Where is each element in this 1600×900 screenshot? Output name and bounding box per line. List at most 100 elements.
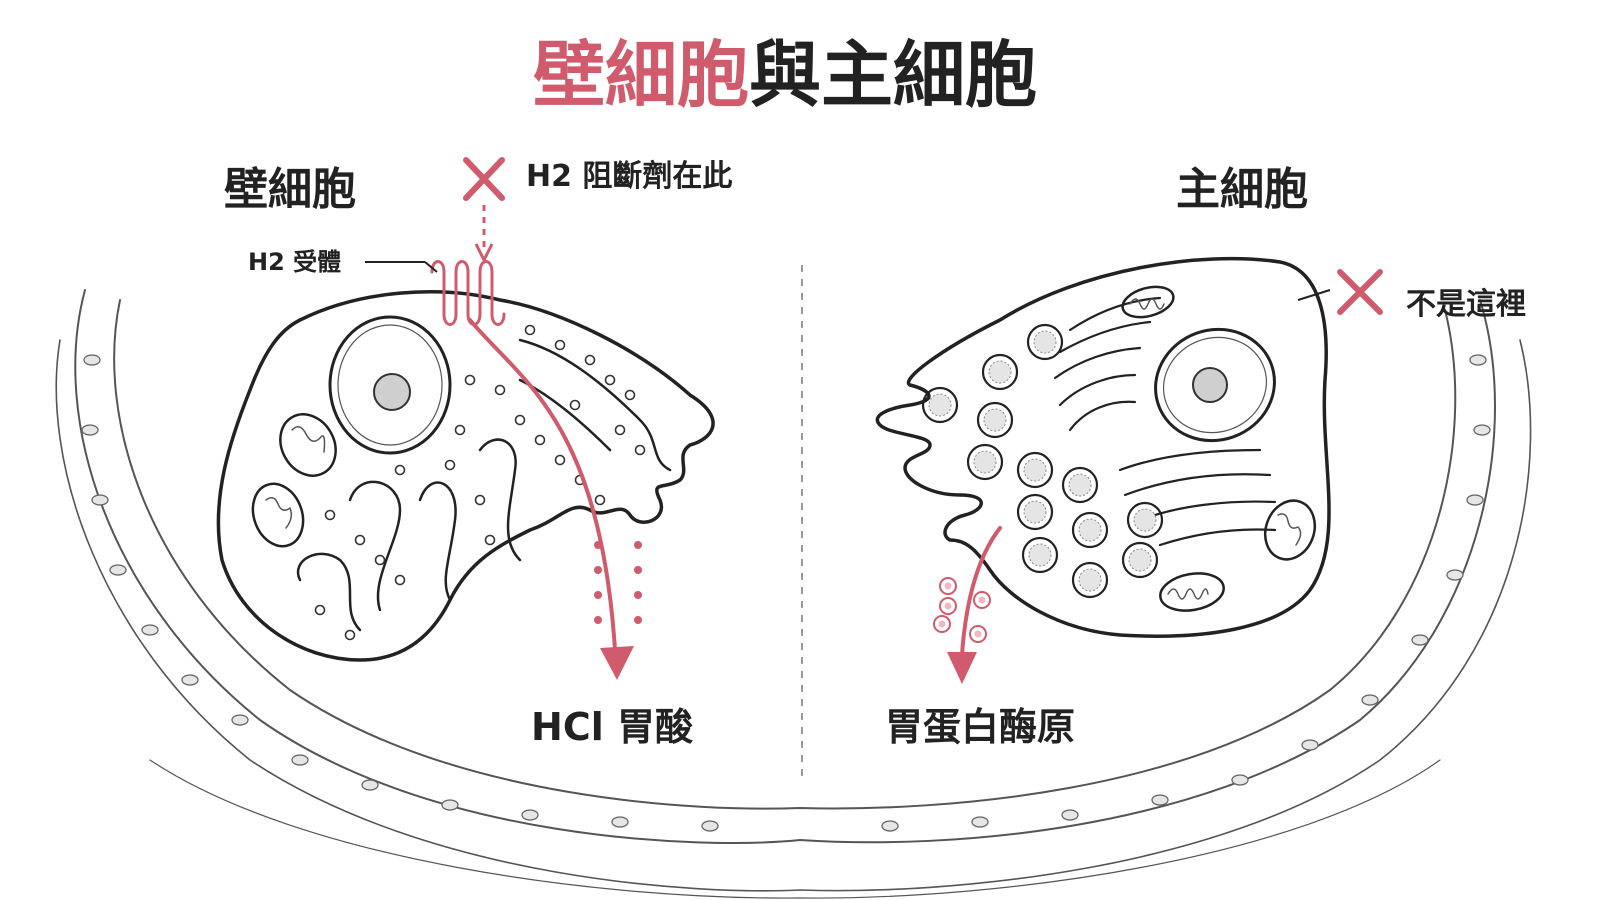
released-granule [969, 625, 987, 643]
wall-cell-nucleus [1411, 634, 1429, 646]
released-granule [973, 591, 991, 609]
vesicle [444, 459, 456, 471]
zymogen-granule [1061, 466, 1099, 504]
pepsinogen-granules-released [933, 577, 991, 643]
wall-cell-nucleus [141, 624, 159, 636]
wall-cell-nucleus [971, 816, 989, 828]
zymogen-granule [1016, 451, 1054, 489]
zymogen-granule [1016, 493, 1054, 531]
zymogen-granule [976, 401, 1014, 439]
vesicle [494, 384, 506, 396]
vesicle [554, 339, 566, 351]
released-granule [933, 615, 951, 633]
vesicle [474, 494, 486, 506]
hcl-droplet [634, 616, 642, 624]
chief-title: 主細胞 [1176, 164, 1308, 215]
vesicle [624, 389, 636, 401]
parietal-mitochondria [251, 413, 337, 548]
chief-mitochondria [1121, 285, 1317, 612]
parietal-canaliculi [296, 338, 672, 632]
hcl-droplet [594, 616, 602, 624]
wall-cell-nucleus [1446, 569, 1464, 581]
wall-cell-nucleus [361, 779, 379, 791]
zymogen-granule [921, 386, 959, 424]
wall-cell-nucleus [1469, 354, 1487, 366]
wall-cell-nucleus [231, 714, 249, 726]
hcl-label: HCl 胃酸 [531, 705, 694, 749]
chief-cell-membrane [875, 256, 1331, 638]
released-granule [939, 577, 957, 595]
zymogen-granule [1026, 323, 1064, 361]
vesicle [394, 574, 406, 586]
wall-cell-nucleus [611, 816, 629, 828]
hcl-droplet [594, 591, 602, 599]
vesicle [634, 444, 646, 456]
main-title-highlight: 壁細胞 [533, 33, 749, 117]
wall-cell-nucleus [1151, 794, 1169, 806]
vesicle [514, 414, 526, 426]
hcl-droplet [634, 541, 642, 549]
vesicle [534, 434, 546, 446]
vesicle [484, 534, 496, 546]
vesicle [614, 424, 626, 436]
zymogen-granule [1071, 561, 1109, 599]
chief-nucleolus [1192, 367, 1228, 403]
wall-cell-nucleus [1361, 694, 1379, 706]
blocker-x-icon [463, 157, 505, 201]
main-title: 壁細胞與主細胞 [533, 33, 1037, 117]
vesicle [554, 454, 566, 466]
vesicle [464, 374, 476, 386]
gastric-wall [55, 289, 1532, 899]
parietal-title: 壁細胞 [224, 164, 356, 215]
vesicle [314, 604, 326, 616]
vesicle [324, 509, 336, 521]
wall-cell-nucleus [81, 424, 99, 436]
parietal-nucleus [328, 315, 452, 455]
h2-receptor [430, 260, 506, 326]
hcl-droplet [594, 541, 602, 549]
parietal-nucleolus [373, 373, 411, 411]
vesicle [454, 424, 466, 436]
main-title-rest: 與主細胞 [749, 33, 1037, 117]
wall-cell-nucleus [181, 674, 199, 686]
h2-receptor-label: H2 受體 [248, 248, 341, 276]
wall-cell-nucleus [91, 494, 109, 506]
h2-blocker-label: H2 阻斷劑在此 [526, 159, 732, 194]
vesicle [569, 399, 581, 411]
pepsinogen-label: 胃蛋白酶原 [885, 705, 1075, 749]
zymogen-granule [1071, 511, 1109, 549]
wall-cell-nucleus [701, 820, 719, 832]
zymogen-granule [1121, 541, 1159, 579]
vesicle [594, 494, 606, 506]
zymogen-granule [966, 443, 1004, 481]
vesicle [604, 374, 616, 386]
zymogen-granule [1126, 501, 1164, 539]
not-here-x-icon [1337, 269, 1383, 315]
vesicle [344, 629, 356, 641]
wall-cell-nucleus [1301, 739, 1319, 751]
pepsinogen-arrow [960, 526, 1002, 657]
hcl-droplets [594, 541, 642, 624]
parietal-vesicles [314, 324, 646, 641]
vesicle [374, 554, 386, 566]
wall-cell-nucleus [1473, 424, 1491, 436]
hcl-droplet [634, 591, 642, 599]
wall-cell-nucleus [881, 820, 899, 832]
wall-cell-nucleus [521, 809, 539, 821]
hcl-droplet [594, 566, 602, 574]
wall-cell-nucleus [83, 354, 101, 366]
wall-cell-nucleus [1466, 494, 1484, 506]
wall-cell-nucleus [441, 799, 459, 811]
parietal-cell [216, 157, 715, 680]
not-here-label: 不是這裡 [1406, 287, 1526, 322]
vesicle [394, 464, 406, 476]
hcl-arrow [468, 318, 617, 652]
zymogen-granules [921, 323, 1164, 599]
zymogen-granule [981, 353, 1019, 391]
wall-cell-nucleus [1061, 809, 1079, 821]
wall-cell-nucleus [109, 564, 127, 576]
vesicle [354, 534, 366, 546]
chief-nucleus [1154, 327, 1276, 443]
parietal-cell-membrane [216, 290, 715, 662]
